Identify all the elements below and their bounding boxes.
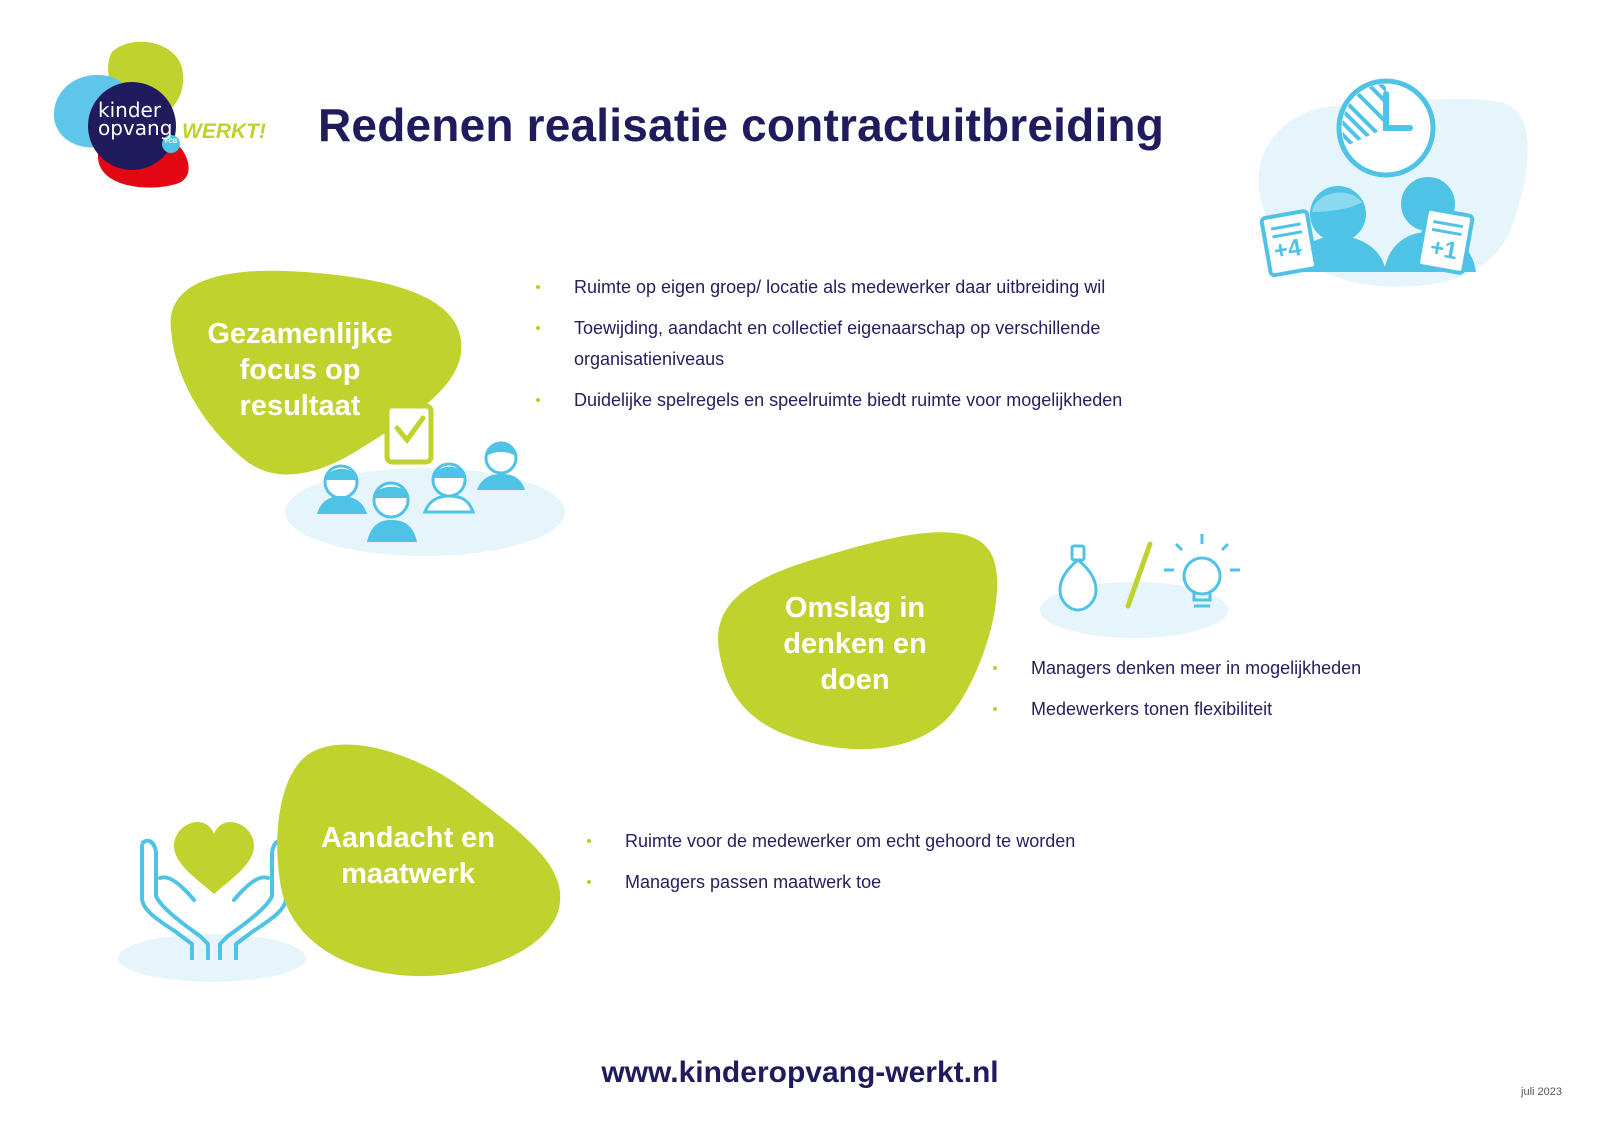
section-mindset-bullets: Managers denken meer in mogelijkheden Me… [993, 653, 1553, 735]
bullet-item: Managers denken meer in mogelijkheden [993, 653, 1553, 684]
bullet-item: Duidelijke spelregels en speelruimte bie… [536, 385, 1216, 416]
section-focus-title: Gezamenlijke focus op resultaat [207, 318, 393, 422]
section-mindset-title: Omslag in denken en doen [783, 592, 927, 696]
logo-line1: kinder [98, 98, 162, 122]
clock-people-hours-icon: +4 +1 [1250, 76, 1530, 296]
badge-plus-four: +4 [1271, 233, 1304, 266]
logo-badge: FCB [164, 139, 178, 145]
bullet-item: Ruimte op eigen groep/ locatie als medew… [536, 272, 1216, 303]
website-link[interactable]: www.kinderopvang-werkt.nl [601, 1056, 999, 1089]
section-care-bullets: Ruimte voor de medewerker om echt gehoor… [587, 826, 1207, 908]
logo-shape [53, 41, 189, 188]
logo-tag: WERKT! [182, 120, 266, 143]
bullet-item: Toewijding, aandacht en collectief eigen… [536, 313, 1174, 375]
section-mindset-blob: Omslag in denken en doen [715, 530, 1005, 755]
logo[interactable]: kinder opvang FCB WERKT! [50, 38, 270, 193]
logo-line2: opvang [98, 116, 173, 140]
section-focus-bullets: Ruimte op eigen groep/ locatie als medew… [536, 272, 1216, 426]
lightbulb-icon [1040, 530, 1240, 642]
badge-plus-one: +1 [1427, 233, 1460, 266]
bullet-item: Ruimte voor de medewerker om echt gehoor… [587, 826, 1207, 857]
page-title: Redenen realisatie contractuitbreiding [318, 99, 1165, 151]
section-care-title: Aandacht en maatwerk [320, 822, 496, 890]
section-care-blob: Aandacht en maatwerk [277, 742, 568, 982]
bullet-item: Managers passen maatwerk toe [587, 867, 1207, 898]
team-checkmark-icon [285, 400, 575, 565]
bullet-item: Medewerkers tonen flexibiliteit [993, 694, 1553, 725]
publication-date: juli 2023 [1521, 1086, 1562, 1098]
